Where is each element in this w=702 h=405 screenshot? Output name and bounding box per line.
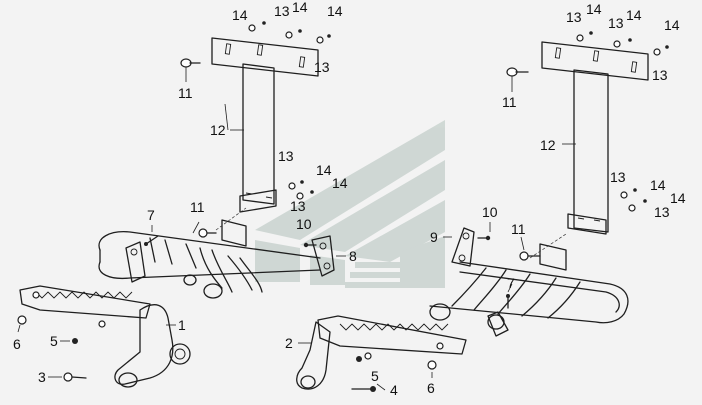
callout-14: 14: [650, 177, 666, 193]
callout-14: 14: [332, 175, 348, 191]
bolt-11-right-mid: [519, 251, 541, 261]
bolt-11-right-top: [506, 67, 529, 77]
right-assembly: [296, 31, 669, 392]
bolt-7-right: [506, 294, 510, 309]
mounting-plate-right: [541, 41, 649, 235]
bolt-11-left-mid: [198, 228, 217, 238]
callout-2: 2: [285, 335, 293, 351]
plate-lower-bracket-left: [215, 207, 247, 247]
callout-13: 13: [314, 59, 330, 75]
bolt-7-left: [144, 235, 159, 246]
callout-3: 3: [38, 369, 46, 385]
washers-right-mid: [620, 188, 647, 212]
callout-14: 14: [670, 190, 686, 206]
bracket-9: [451, 227, 475, 267]
callout-11: 11: [178, 85, 193, 101]
callout-14: 14: [664, 17, 680, 33]
leaders-right: [298, 76, 576, 391]
callout-13: 13: [290, 198, 306, 214]
callout-1: 1: [178, 317, 186, 333]
callout-11: 11: [502, 94, 517, 110]
left-assembly: [17, 21, 346, 388]
callout-14: 14: [327, 3, 343, 19]
leaders-left: [17, 67, 346, 378]
callout-6: 6: [427, 380, 435, 396]
washers-right-top: [576, 31, 669, 56]
nut-6-left: [17, 315, 27, 325]
callout-14: 14: [292, 0, 308, 15]
bolt-10-left: [303, 242, 317, 248]
bolt-10-right: [477, 235, 491, 241]
callout-13: 13: [652, 67, 668, 83]
plate-lower-bracket-right: [529, 233, 567, 271]
bolt-4: [351, 386, 376, 392]
callout-12: 12: [210, 122, 226, 138]
callout-5: 5: [371, 368, 379, 384]
footrest-left: [19, 285, 151, 328]
callout-12: 12: [540, 137, 556, 153]
mounting-plate-left: [211, 37, 319, 213]
nut-6-right: [427, 360, 437, 370]
callout-13: 13: [654, 204, 670, 220]
bolt-3: [63, 372, 87, 382]
washers-left-mid: [288, 180, 314, 200]
callout-13: 13: [608, 15, 624, 31]
callout-7: 7: [147, 207, 155, 223]
bracket-8: [311, 235, 335, 277]
callout-10: 10: [296, 216, 312, 232]
callout-5: 5: [50, 333, 58, 349]
nut-5-left: [72, 338, 78, 344]
callout-9: 9: [430, 229, 438, 245]
washers-left-top: [248, 21, 331, 44]
callout-14: 14: [626, 7, 642, 23]
callout-4: 4: [390, 382, 398, 398]
callout-13: 13: [610, 169, 626, 185]
callout-7: 7: [507, 275, 515, 291]
callout-10: 10: [482, 204, 498, 220]
rack-frame-right: [429, 261, 629, 337]
callout-13: 13: [566, 9, 582, 25]
nut-5-right: [356, 356, 362, 362]
rack-frame-left: [98, 231, 321, 299]
footrest-bracket-1: [114, 304, 191, 388]
footrest-right: [317, 315, 467, 360]
callout-labels: 14 13 14 14 13 11 12 13 14 14 13 7 11 10…: [13, 0, 686, 398]
callout-14: 14: [316, 162, 332, 178]
callout-14: 14: [232, 7, 248, 23]
callout-6: 6: [13, 336, 21, 352]
callout-8: 8: [349, 248, 357, 264]
callout-13: 13: [274, 3, 290, 19]
callout-11: 11: [190, 199, 205, 215]
bolt-11-left-top: [180, 58, 201, 68]
footrest-bracket-2: [296, 321, 331, 390]
callout-11: 11: [511, 221, 526, 237]
callout-13: 13: [278, 148, 294, 164]
callout-14: 14: [586, 1, 602, 17]
